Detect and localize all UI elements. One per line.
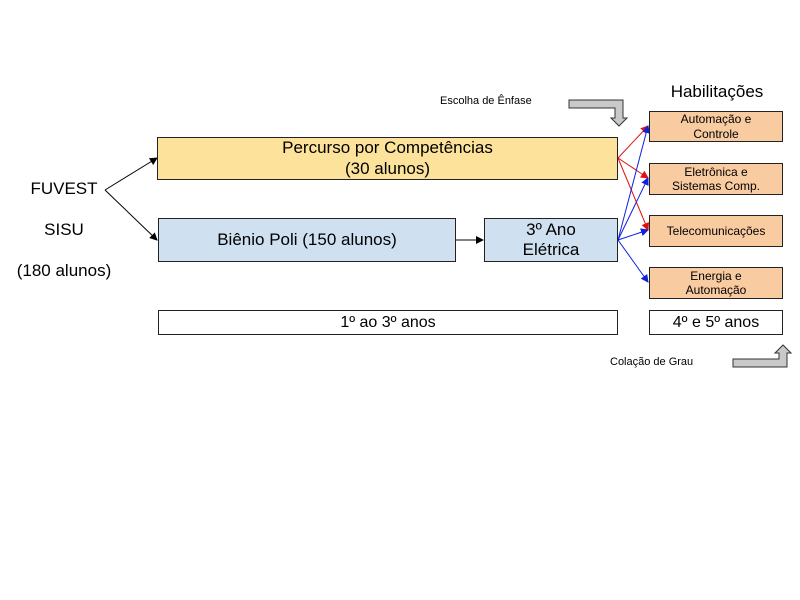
percurso-line-1: Percurso por Competências (282, 138, 493, 158)
years-1-3-label: 1º ao 3º anos (340, 313, 436, 331)
hab-automacao-controle: Automação e Controle (649, 111, 783, 142)
habilitacoes-title: Habilitações (670, 82, 764, 101)
hab-eletronica-label: Eletrônica e Sistemas Comp. (671, 164, 761, 193)
blue-arrow-to-eletronica (617, 177, 649, 241)
bienio-label: Biênio Poli (150 alunos) (217, 229, 397, 249)
entry-label: FUVEST SISU (180 alunos) (8, 159, 120, 302)
hab-automacao-label: Automação e Controle (680, 112, 752, 141)
hab-energia-automacao: Energia e Automação (649, 267, 783, 299)
entry-line-1: FUVEST (30, 179, 98, 199)
hab-telecom-label: Telecomunicações (666, 223, 766, 238)
years-1-3-box: 1º ao 3º anos (158, 310, 618, 335)
percurso-line-2: (30 alunos) (344, 158, 431, 178)
percurso-box: Percurso por Competências (30 alunos) (157, 137, 618, 180)
terceiro-ano-box: 3º Ano Elétrica (484, 218, 618, 262)
entry-line-2: SISU (44, 220, 84, 240)
escolha-label: Escolha de Ênfase (440, 95, 532, 107)
hab-telecomunicacoes: Telecomunicações (649, 215, 783, 247)
terceiro-line-1: 3º Ano (526, 219, 576, 239)
arrow-entry-to-percurso (104, 157, 158, 191)
colacao-label: Colação de Grau (610, 356, 694, 368)
bienio-box: Biênio Poli (150 alunos) (158, 218, 456, 262)
arrow-entry-to-bienio (104, 189, 158, 241)
hab-eletronica-sistemas: Eletrônica e Sistemas Comp. (649, 163, 783, 195)
years-4-5-box: 4º e 5º anos (649, 310, 783, 335)
hab-energia-label: Energia e Automação (685, 268, 747, 297)
red-arrow-to-telecom (617, 157, 649, 231)
blue-arrow-to-energia (617, 239, 649, 283)
entry-line-3: (180 alunos) (16, 260, 112, 280)
years-4-5-label: 4º e 5º anos (672, 313, 760, 331)
colacao-bent-arrow-shape (732, 344, 793, 368)
escolha-bent-arrow (568, 99, 629, 127)
blue-arrow-to-automacao (617, 125, 651, 241)
red-arrow-to-eletronica (617, 157, 649, 179)
terceiro-line-2: Elétrica (522, 240, 580, 259)
blue-arrow-to-telecom (617, 228, 649, 241)
